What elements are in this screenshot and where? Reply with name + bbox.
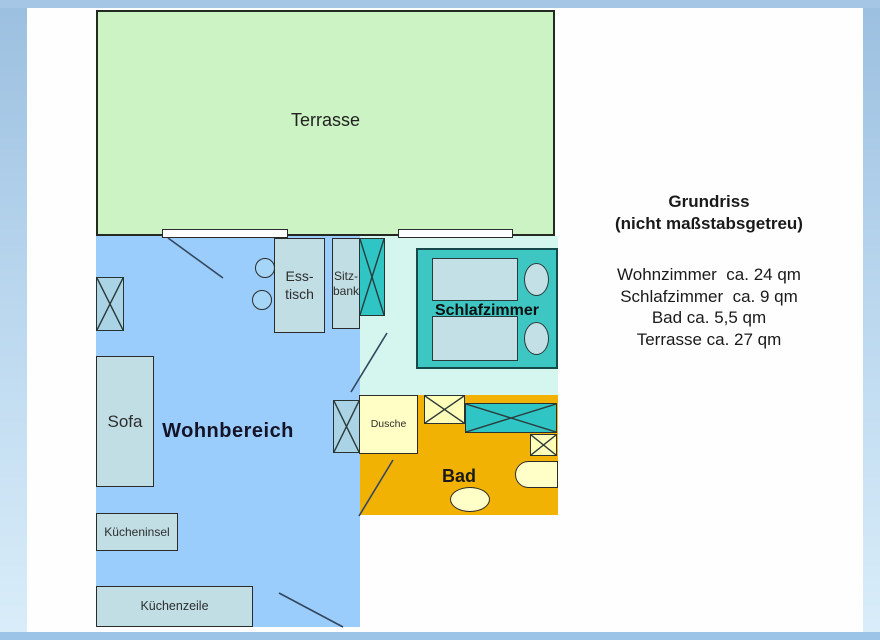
pillow-icon [524,263,549,296]
cistern-icon [530,434,557,456]
shower: Dusche [359,395,418,454]
legend-item: Schlafzimmer ca. 9 qm [620,286,798,306]
frame-band-right [863,8,880,632]
frame-band-bottom [0,632,880,640]
frame-band-top [0,0,880,8]
kitchen-unit-label: Küchenzeile [140,598,209,613]
legend-item: Terrasse ca. 27 qm [636,330,782,350]
room-label-bad: Bad [441,466,476,486]
mattress [432,258,518,301]
cabinet-icon [333,400,360,453]
rug-oval-icon [450,487,490,512]
terrace-door-threshold-right [398,229,513,238]
legend-item: Wohnzimmer ca. 24 qm [617,265,801,284]
room-label-wohnbereich: Wohnbereich [162,420,294,442]
legend-subtitle: (nicht maßstabsgetreu) [615,214,803,233]
dining-table: Ess- tisch [274,238,325,333]
sink-icon [424,395,465,424]
legend-items: Wohnzimmer ca. 24 qm Schlafzimmer ca. 9 … [584,264,834,351]
room-terrasse [96,10,555,236]
terrace-door-threshold-left [162,229,288,238]
bench-label: Sitz- bank [332,268,360,298]
wardrobe-icon [359,238,385,316]
dining-table-label: Ess- tisch [285,268,314,302]
kitchen-unit: Küchenzeile [96,586,253,627]
sofa: Sofa [96,356,154,487]
kitchen-island-label: Kücheninsel [104,524,170,539]
sofa-label: Sofa [107,411,143,431]
bathtub-icon [465,403,557,433]
kitchen-island: Kücheninsel [96,513,178,551]
pillow-icon [524,322,549,355]
shower-label: Dusche [370,417,407,430]
mattress [432,316,518,361]
room-label-schlafzimmer: Schlafzimmer [434,302,540,319]
window-icon [96,277,124,331]
bench: Sitz- bank [332,238,360,329]
legend-title: Grundriss [668,192,750,211]
legend: Grundriss (nicht maßstabsgetreu) Wohnzim… [584,191,834,351]
toilet-icon [515,461,558,488]
frame-band-left [0,8,27,632]
legend-item: Bad ca. 5,5 qm [651,308,767,328]
room-label-terrasse: Terrasse [290,110,361,130]
chair-icon [252,290,272,310]
chair-icon [255,258,275,278]
